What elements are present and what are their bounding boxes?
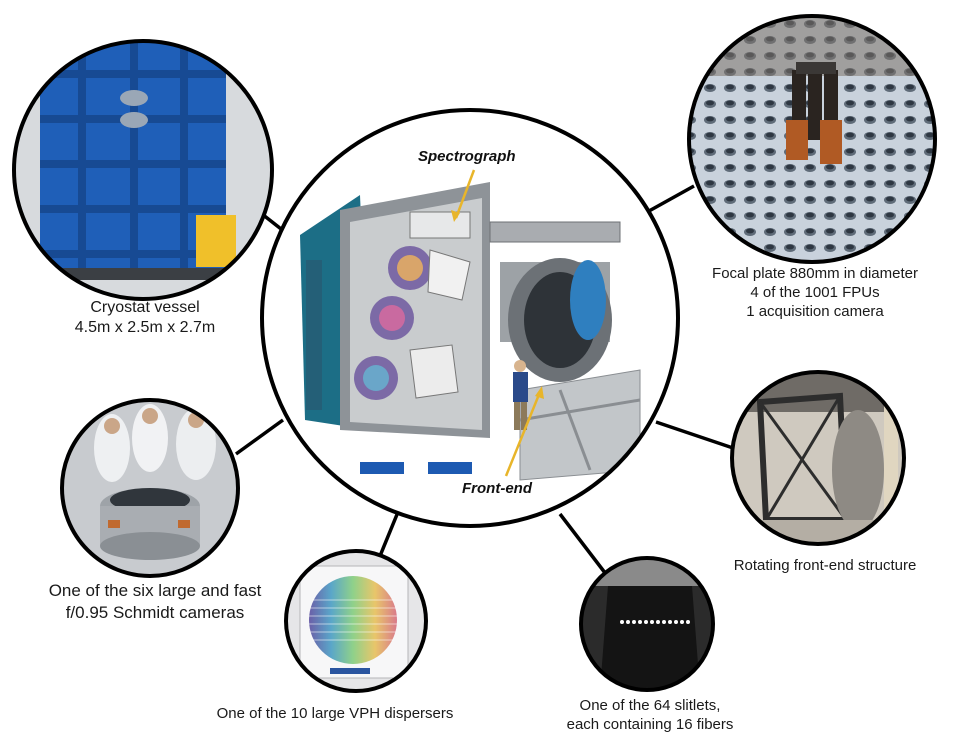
focal-plate-caption: Focal plate 880mm in diameter 4 of the 1… (680, 264, 950, 322)
center-instrument-circle (260, 108, 680, 528)
focal-plate-caption-line2: 4 of the 1001 FPUs (750, 284, 880, 302)
vph-disperser-photo (284, 549, 428, 693)
rotating-structure-caption-line1: Rotating front-end structure (733, 557, 917, 574)
vph-caption: One of the 10 large VPH dispersers (170, 704, 500, 723)
front-end-arrow (504, 391, 542, 477)
cryostat-caption-line1: Cryostat vessel (90, 299, 200, 316)
focal-plate-caption-line3: 1 acquisition camera (746, 303, 884, 321)
rotating-structure-photo (730, 370, 906, 546)
cryostat-caption: Cryostat vessel 4.5m x 2.5m x 2.7m (50, 298, 240, 339)
slitlet-caption: One of the 64 slitlets, each containing … (540, 696, 760, 734)
cryostat-caption-line2: 4.5m x 2.5m x 2.7m (74, 319, 216, 337)
vph-caption-line1: One of the 10 large VPH dispersers (216, 705, 454, 722)
schmidt-camera-caption-line1: One of the six large and fast (48, 581, 262, 600)
focal-plate-caption-line1: Focal plate 880mm in diameter (712, 265, 918, 282)
schmidt-camera-caption-line2: f/0.95 Schmidt cameras (65, 602, 245, 622)
slitlet-caption-line2: each containing 16 fibers (566, 716, 734, 734)
focal-plate-photo (687, 14, 937, 264)
schmidt-camera-caption: One of the six large and fast f/0.95 Sch… (20, 580, 290, 624)
spectrograph-arrow (454, 169, 476, 219)
front-end-label: Front-end (462, 480, 532, 497)
cryostat-photo (12, 39, 274, 301)
spectrograph-label: Spectrograph (418, 148, 516, 165)
slitlet-caption-line1: One of the 64 slitlets, (579, 697, 721, 714)
connector-lines (234, 184, 734, 584)
slitlet-photo (579, 556, 715, 692)
schmidt-camera-photo (60, 398, 240, 578)
rotating-structure-caption: Rotating front-end structure (700, 556, 950, 575)
